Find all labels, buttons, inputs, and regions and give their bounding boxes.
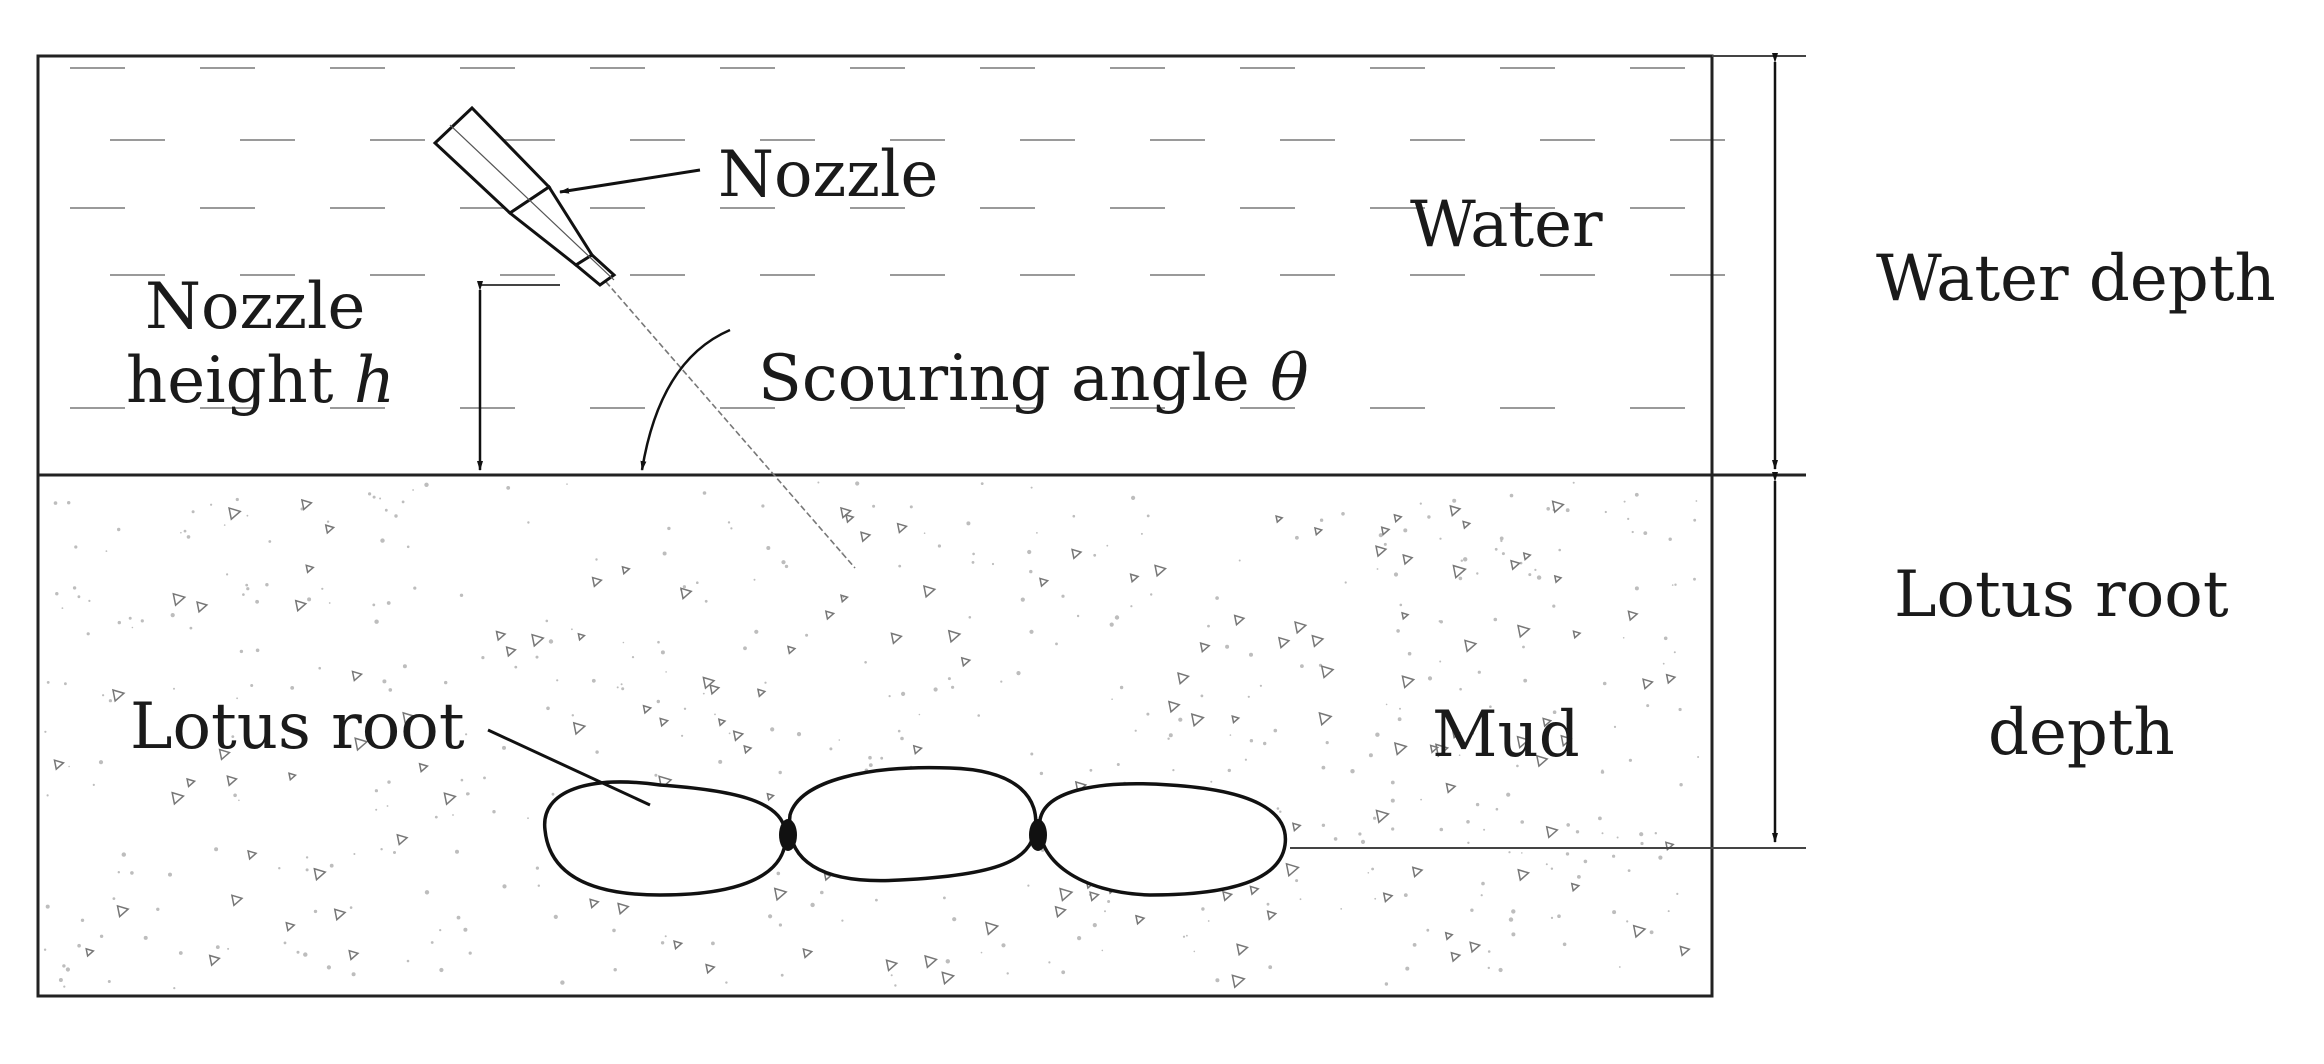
lotus-root-depth-label-line2: depth — [1988, 696, 2175, 770]
scouring-angle-label: Scouring angle θ — [758, 342, 1309, 416]
jet-stream-line — [599, 274, 856, 569]
scouring-angle-arc — [640, 328, 731, 471]
nozzle-icon — [432, 105, 617, 287]
tank-outline — [36, 54, 1714, 998]
water-depth-label: Water depth — [1876, 242, 2276, 316]
water-dash-pattern — [70, 67, 1725, 409]
nozzle-height-label-line2: height h — [126, 344, 395, 418]
nozzle-height-label-line1: Nozzle — [145, 270, 365, 344]
water-label: Water — [1410, 188, 1603, 262]
lotus-root-shape — [543, 765, 1288, 897]
lotus-root-label: Lotus root — [130, 690, 465, 764]
nozzle-label: Nozzle — [718, 138, 938, 212]
nozzle-leader — [559, 168, 701, 194]
lotus-root-leader — [487, 728, 651, 807]
mud-label: Mud — [1432, 698, 1580, 772]
lotus-root-depth-label-line1: Lotus root — [1894, 558, 2229, 632]
